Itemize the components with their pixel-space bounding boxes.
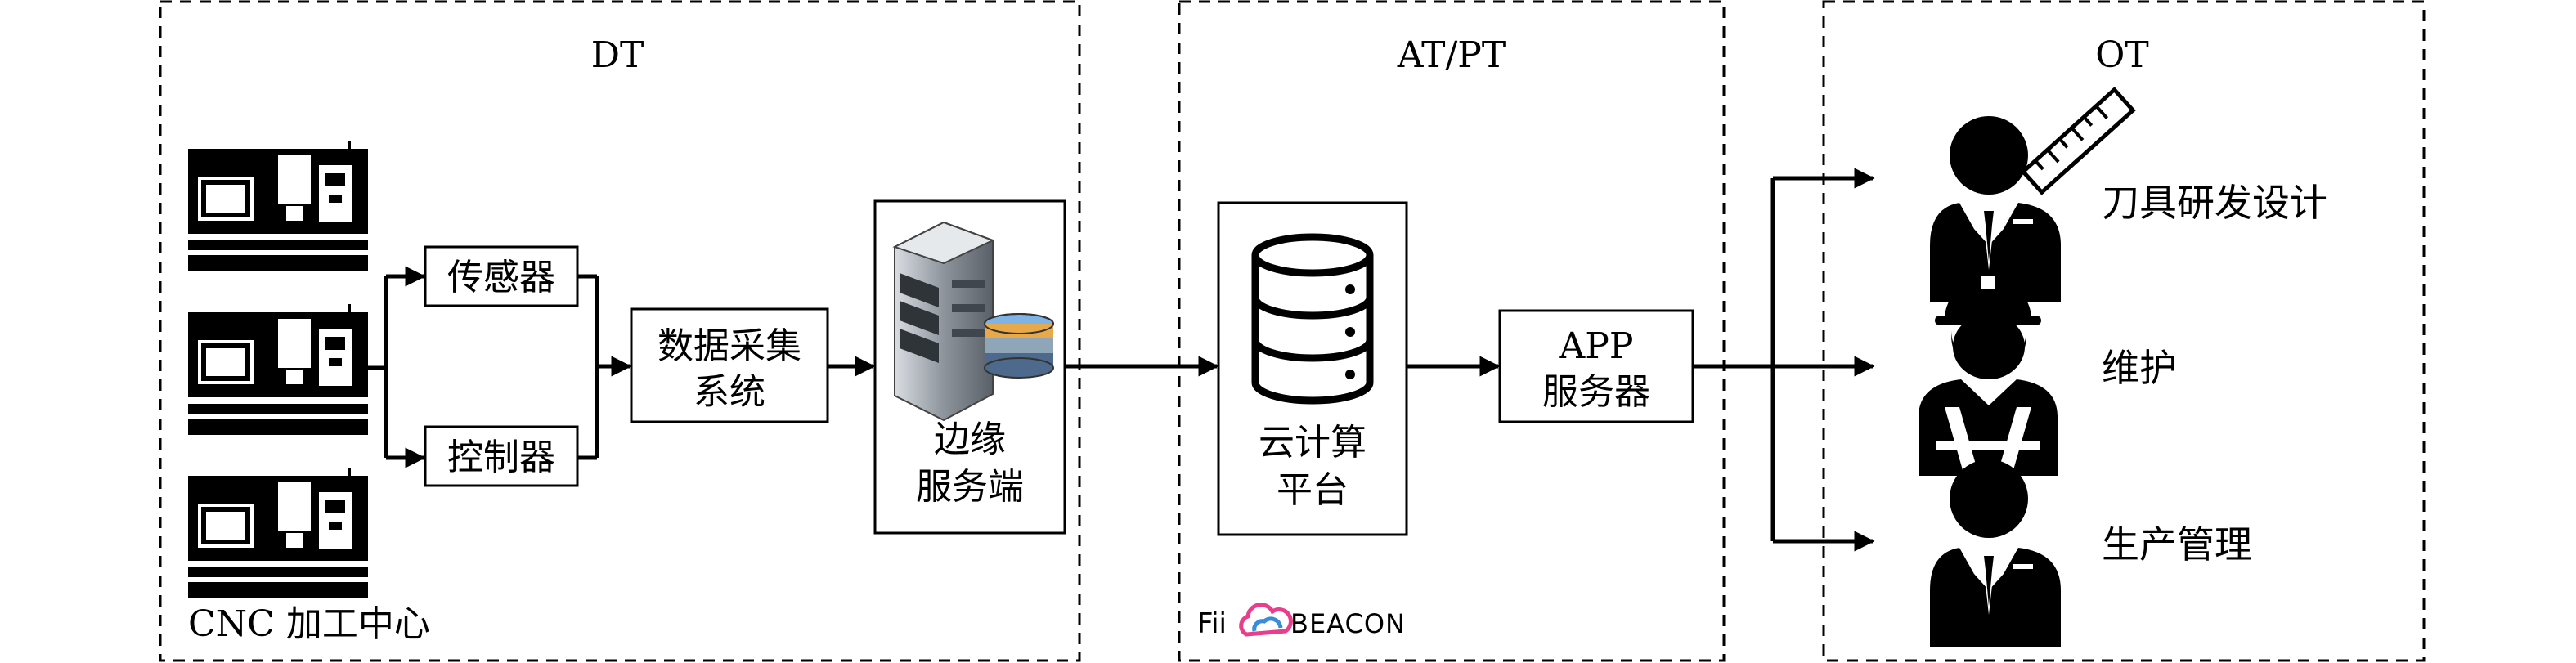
maintenance-worker-icon	[1919, 276, 2058, 476]
at-pt-region-title: AT/PT	[1397, 34, 1506, 76]
data-acquisition-label-line1: 数据采集	[657, 325, 801, 367]
cnc-connectors	[368, 266, 426, 468]
cnc-machine-icon	[188, 468, 368, 598]
data-acquisition-box	[630, 307, 829, 423]
edge-server-label-line2: 服务端	[916, 466, 1024, 508]
cloud-platform-label-line2: 平台	[1277, 469, 1349, 511]
cnc-machine-icon	[188, 141, 368, 271]
ot-role-label-2: 维护	[2102, 346, 2177, 390]
cnc-machine-icon	[188, 304, 368, 435]
controller-label: 控制器	[447, 437, 555, 478]
ot-role-label-3: 生产管理	[2102, 522, 2252, 567]
sensor-box	[424, 245, 579, 307]
app-server-label-line2: 服务器	[1542, 371, 1650, 413]
acq-connectors	[577, 274, 632, 460]
ot-region	[1822, 0, 2426, 662]
logo-suffix: BEACON	[1290, 608, 1406, 639]
app-server-label-line1: APP	[1559, 325, 1634, 367]
ot-region-title: OT	[2095, 34, 2148, 76]
app-server-box	[1498, 309, 1694, 423]
designer-person-icon	[1930, 87, 2136, 302]
logo-prefix: Fii	[1197, 607, 1227, 640]
server-tower-icon	[892, 221, 995, 422]
ot-role-label-1: 刀具研发设计	[2102, 181, 2327, 225]
cloud-platform-label-line1: 云计算	[1259, 422, 1367, 464]
fii-beacon-logo: Fii BEACON	[1197, 603, 1406, 640]
cnc-center-label: CNC 加工中心	[188, 603, 430, 645]
data-acquisition-label-line2: 系统	[693, 371, 765, 413]
database-cylinder-icon	[984, 313, 1054, 379]
database-icon	[1251, 233, 1374, 405]
at-pt-region	[1178, 0, 1726, 662]
dt-region-title: DT	[591, 34, 644, 76]
dt-region	[159, 0, 1081, 662]
sensor-label: 传感器	[447, 257, 555, 298]
cloud-logo-icon	[1239, 603, 1293, 637]
edge-server-label-line1: 边缘	[934, 419, 1006, 460]
ot-connectors	[1693, 168, 1875, 552]
manager-person-icon	[1930, 459, 2061, 647]
